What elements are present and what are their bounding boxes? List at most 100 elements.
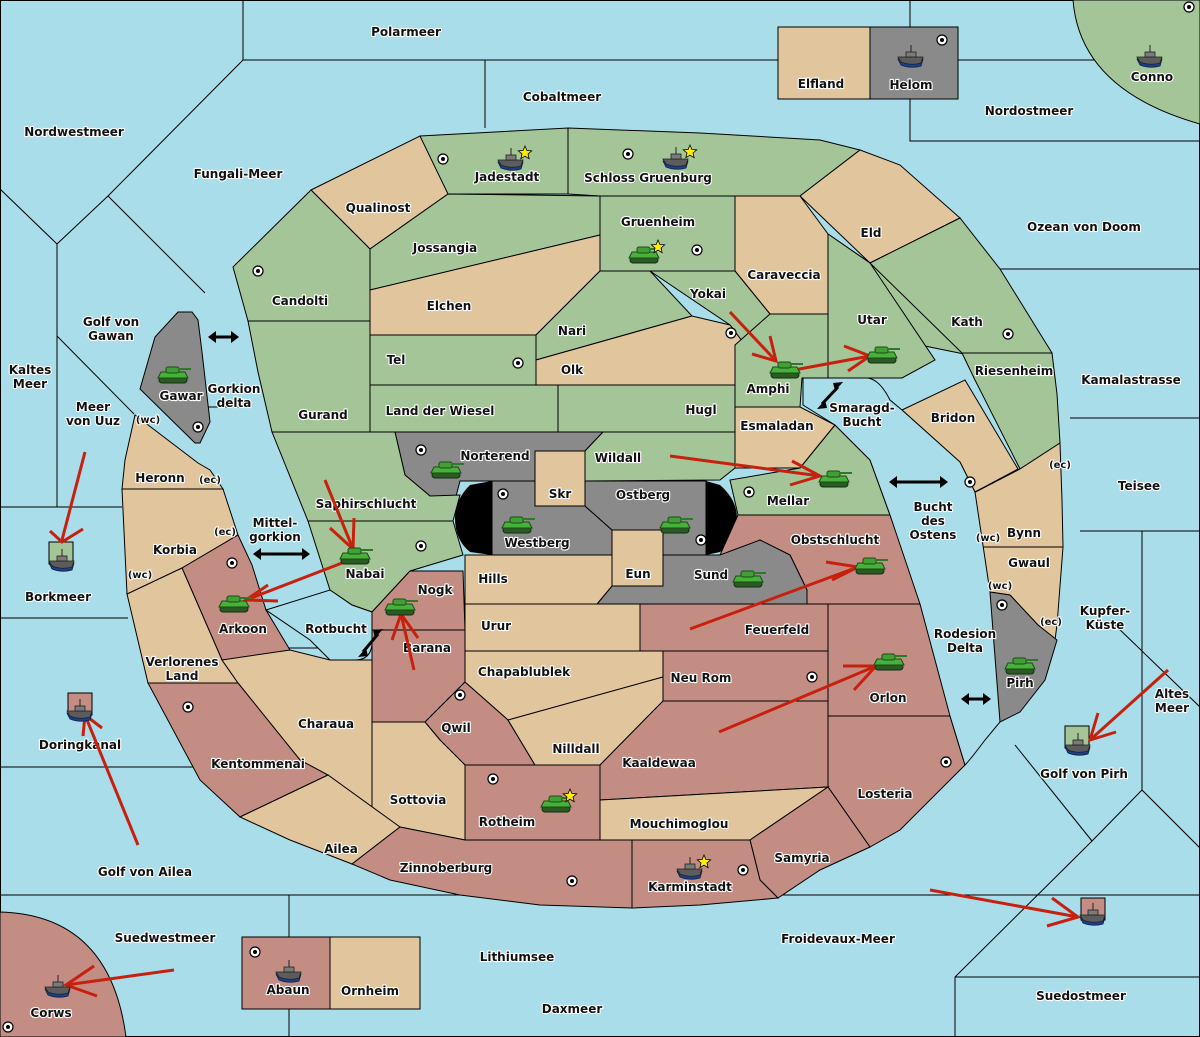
army-unit[interactable]: [732, 570, 766, 588]
sea-label-kupfer-k-ste: Kupfer-Küste: [1080, 604, 1130, 632]
fleet-unit[interactable]: [676, 853, 712, 880]
fleet-unit[interactable]: [48, 549, 75, 572]
fleet-unit[interactable]: [1079, 903, 1106, 926]
order-arrow: [669, 454, 824, 487]
province-corws[interactable]: [0, 911, 127, 1037]
army-unit[interactable]: [540, 787, 578, 813]
tank-icon: [659, 516, 693, 534]
province-label-nilldall: Nilldall: [552, 742, 599, 756]
supply-center-icon: [512, 357, 524, 369]
battleship-icon: [275, 960, 302, 983]
fleet-unit[interactable]: [1136, 45, 1163, 68]
sea-label-golf-von-pirh: Golf von Pirh: [1040, 767, 1128, 781]
fleet-unit[interactable]: [44, 975, 71, 998]
province-gruenheim[interactable]: [599, 195, 736, 272]
fleet-unit[interactable]: [897, 45, 924, 68]
army-unit[interactable]: [628, 238, 666, 264]
battleship-icon: [44, 975, 71, 998]
tank-icon: [430, 461, 464, 479]
province-sund[interactable]: [595, 539, 808, 605]
supply-center-icon: [1002, 328, 1014, 340]
province-label-karminstadt: Karminstadt: [648, 880, 732, 894]
army-unit[interactable]: [818, 470, 852, 488]
tank-icon: [732, 570, 766, 588]
province-label-utar: Utar: [857, 313, 887, 327]
fleet-unit[interactable]: [66, 699, 93, 722]
army-unit[interactable]: [501, 516, 535, 534]
army-unit[interactable]: [430, 461, 464, 479]
province-kath[interactable]: [869, 217, 1053, 354]
tank-icon: [866, 346, 900, 364]
province-label-sottovia: Sottovia: [390, 793, 447, 807]
province-ornheim[interactable]: [329, 936, 421, 1010]
coast-marker: (ec): [199, 475, 221, 486]
province-label-ostberg: Ostberg: [616, 488, 670, 502]
army-unit[interactable]: [873, 653, 907, 671]
fleet-unit[interactable]: [497, 144, 533, 171]
sea-label-suedostmeer: Suedostmeer: [1036, 989, 1126, 1003]
supply-center-icon: [487, 773, 499, 785]
army-unit[interactable]: [339, 547, 373, 565]
province-label-tel: Tel: [387, 353, 406, 367]
star-icon: [562, 787, 578, 803]
province-label-nogk: Nogk: [418, 583, 454, 597]
province-label-land-der-wiesel: Land der Wiesel: [386, 404, 495, 418]
tank-icon: [157, 366, 191, 384]
label-line: Meer: [76, 400, 110, 414]
battleship-icon: [662, 147, 689, 170]
province-label-caraveccia: Caraveccia: [747, 268, 820, 282]
province-label-obstschlucht: Obstschlucht: [791, 533, 880, 547]
province-label-helom: Helom: [889, 78, 932, 92]
province-label-mouchimoglou: Mouchimoglou: [630, 817, 729, 831]
coast-marker: (ec): [214, 527, 236, 538]
fleet-unit[interactable]: [275, 960, 302, 983]
supply-center-icon: [566, 875, 578, 887]
army-unit[interactable]: [769, 361, 803, 379]
supply-center-icon: [964, 476, 976, 488]
province-label-gurand: Gurand: [298, 408, 348, 422]
province-karminstadt[interactable]: [631, 839, 780, 909]
province-label-westberg: Westberg: [504, 536, 569, 550]
tank-icon: [1004, 657, 1038, 675]
fleet-unit[interactable]: [1064, 733, 1091, 756]
star-icon: [682, 143, 698, 159]
supply-center-icon: [182, 701, 194, 713]
supply-center-icon: [743, 486, 755, 498]
supply-center-icon: [454, 689, 466, 701]
army-unit[interactable]: [854, 557, 888, 575]
order-arrow: [62, 964, 175, 998]
army-unit[interactable]: [1004, 657, 1038, 675]
label-line: gorkion: [249, 530, 301, 544]
province-label-abaun: Abaun: [266, 983, 309, 997]
coast-marker: (wc): [128, 570, 152, 581]
army-unit[interactable]: [157, 366, 191, 384]
army-unit[interactable]: [384, 598, 418, 616]
province-label-qualinost: Qualinost: [346, 201, 411, 215]
battleship-icon: [897, 45, 924, 68]
fleet-unit[interactable]: [662, 143, 698, 170]
battleship-icon: [66, 699, 93, 722]
province-label-bynn: Bynn: [1007, 526, 1041, 540]
sea-label-daxmeer: Daxmeer: [542, 1002, 603, 1016]
province-label-saphirschlucht: Saphirschlucht: [316, 497, 417, 511]
tank-icon: [339, 547, 373, 565]
sea-label-lithiumsee: Lithiumsee: [480, 950, 555, 964]
province-candolti[interactable]: [232, 189, 371, 322]
sea-label-borkmeer: Borkmeer: [25, 590, 91, 604]
supply-center-icon: [249, 946, 261, 958]
label-line: Ostens: [910, 528, 957, 542]
province-conno[interactable]: [1072, 0, 1200, 125]
army-unit[interactable]: [659, 516, 693, 534]
army-unit[interactable]: [866, 346, 900, 364]
tank-icon: [384, 598, 418, 616]
province-label-amphi: Amphi: [746, 382, 789, 396]
label-line: Gorkion: [208, 382, 261, 396]
coast-marker: (wc): [988, 581, 1012, 592]
supply-center-icon: [415, 444, 427, 456]
province-label-esmaladan: Esmaladan: [740, 419, 813, 433]
coast-marker: (wc): [136, 415, 160, 426]
army-unit[interactable]: [218, 595, 252, 613]
province-label-heronn: Heronn: [135, 471, 184, 485]
